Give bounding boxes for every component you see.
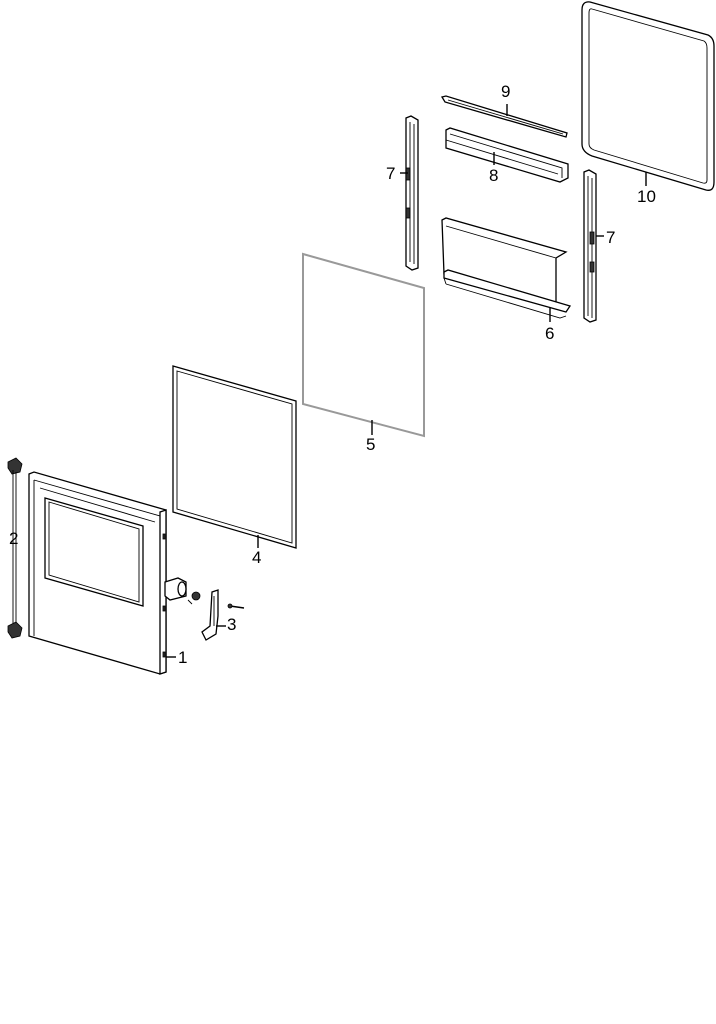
callout-7-left: 7 — [386, 164, 395, 183]
callout-4: 4 — [252, 548, 261, 567]
part-7-side-rail-right — [583, 169, 604, 323]
callout-2: 2 — [9, 529, 18, 548]
part-3-handle-bracket — [187, 589, 245, 641]
part-9-top-trim-strip — [440, 95, 568, 138]
callout-10: 10 — [637, 187, 656, 206]
callout-9: 9 — [501, 82, 510, 101]
part-5-glass-panel — [302, 252, 425, 438]
callout-8: 8 — [489, 166, 498, 185]
part-10-inner-frame — [581, 1, 715, 191]
part-1-door-outer-panel — [28, 471, 187, 675]
part-6-bottom-channel — [441, 217, 572, 322]
callout-6: 6 — [545, 324, 554, 343]
callout-3: 3 — [227, 615, 236, 634]
part-2-hinge-set — [7, 457, 23, 639]
callout-7-right: 7 — [606, 228, 615, 247]
callout-1: 1 — [178, 648, 187, 667]
part-8-top-channel — [445, 127, 569, 183]
part-4-gasket-frame — [172, 365, 297, 549]
callout-5: 5 — [366, 435, 375, 454]
part-7-side-rail-left — [400, 115, 419, 271]
